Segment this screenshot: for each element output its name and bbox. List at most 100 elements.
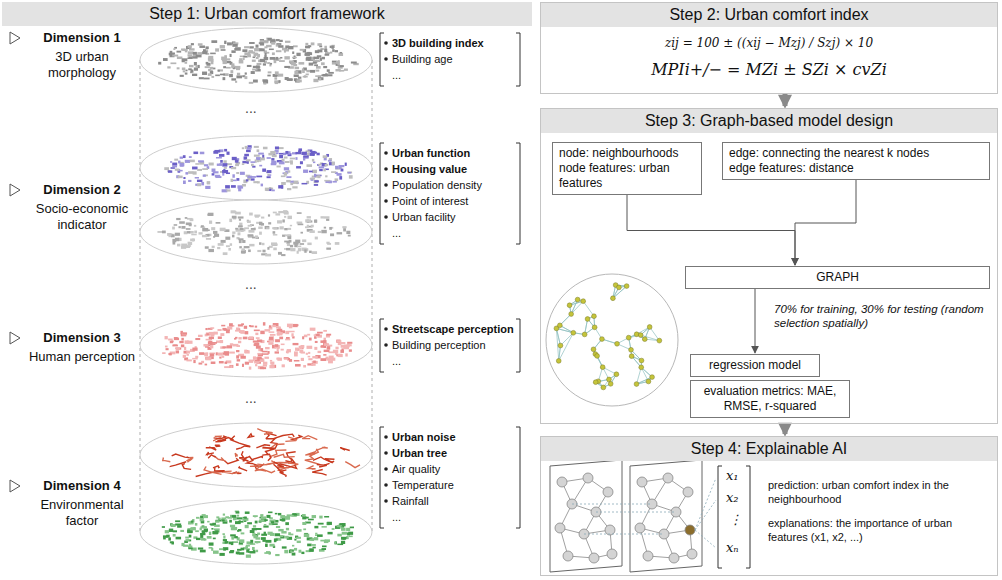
map-feature <box>251 71 255 74</box>
map-feature <box>287 350 289 353</box>
map-feature <box>219 361 224 363</box>
map-feature <box>339 53 342 55</box>
graph-node <box>581 299 586 304</box>
map-feature <box>264 524 266 526</box>
map-feature <box>294 514 297 516</box>
map-feature <box>254 146 259 148</box>
map-feature <box>324 540 329 543</box>
map-feature <box>183 70 185 72</box>
map-feature <box>341 538 346 540</box>
map-feature <box>318 164 321 166</box>
map-feature <box>218 70 220 72</box>
map-feature <box>174 224 178 226</box>
map-feature <box>295 152 301 154</box>
map-feature <box>223 539 227 541</box>
map-feature <box>221 240 226 243</box>
map-feature <box>337 62 339 65</box>
map-feature <box>295 67 300 69</box>
map-feature <box>331 171 336 173</box>
map-layer <box>140 28 372 92</box>
map-feature <box>254 516 256 518</box>
vector-entry: ⋮ <box>729 512 742 527</box>
map-feature <box>324 227 326 229</box>
box-text: node features: urban features <box>559 161 695 191</box>
edge-label: 70% for training, 30% for testing (rando… <box>772 302 994 330</box>
map-feature <box>232 216 237 219</box>
map-feature <box>235 228 238 230</box>
map-feature <box>285 331 289 334</box>
map-feature <box>289 359 292 362</box>
graph-node <box>647 325 652 330</box>
road-segment <box>302 436 317 440</box>
graph-node <box>626 335 631 340</box>
map-feature <box>312 170 317 173</box>
map-feature <box>231 167 236 169</box>
map-feature <box>248 230 254 233</box>
map-feature <box>210 354 215 357</box>
map-feature <box>211 342 217 344</box>
map-feature <box>180 75 184 77</box>
map-feature <box>222 533 224 535</box>
map-feature <box>174 338 179 340</box>
map-feature <box>327 532 332 535</box>
map-feature <box>253 80 258 83</box>
road-segment <box>313 457 333 463</box>
layer-guides <box>140 60 372 532</box>
map-feature <box>170 62 176 64</box>
bullet-dot <box>384 327 388 331</box>
map-feature <box>218 336 222 339</box>
map-feature <box>278 513 281 515</box>
road-segment <box>215 445 220 446</box>
map-feature <box>165 530 169 533</box>
map-feature <box>247 220 251 223</box>
map-feature <box>185 72 188 74</box>
map-feature <box>325 54 329 56</box>
road-segment <box>340 448 350 451</box>
map-feature <box>301 152 306 155</box>
road-segment <box>249 456 262 460</box>
map-feature <box>346 528 350 531</box>
map-feature <box>299 350 303 353</box>
map-feature <box>222 173 224 176</box>
map-feature <box>315 75 321 77</box>
map-feature <box>195 184 201 186</box>
map-feature <box>175 523 181 525</box>
map-feature <box>218 353 223 356</box>
map-feature <box>329 158 332 161</box>
map-feature <box>319 169 323 171</box>
map-feature <box>313 328 315 330</box>
map-feature <box>263 322 265 325</box>
map-feature <box>214 234 219 237</box>
map-feature <box>246 179 248 181</box>
map-feature <box>269 336 274 339</box>
dashed-link <box>695 530 716 548</box>
map-feature <box>261 537 266 540</box>
map-feature <box>256 337 260 339</box>
map-feature <box>334 542 336 544</box>
map-feature <box>176 350 179 353</box>
map-feature <box>297 212 302 214</box>
map-feature <box>244 326 247 329</box>
map-feature <box>287 324 293 327</box>
dimension-label: Human perception <box>24 349 140 365</box>
map-feature <box>183 177 185 179</box>
map-feature <box>268 174 270 176</box>
map-feature <box>245 511 250 513</box>
map-feature <box>243 337 248 340</box>
map-feature <box>286 180 290 182</box>
map-feature <box>276 358 279 360</box>
map-feature <box>209 221 212 224</box>
map-feature <box>284 66 290 68</box>
map-feature <box>190 527 195 530</box>
map-feature <box>163 535 168 537</box>
road-segment <box>204 466 221 474</box>
map-feature <box>281 349 284 351</box>
map-feature <box>282 546 287 548</box>
map-feature <box>254 343 259 346</box>
map-feature <box>252 68 257 70</box>
map-feature <box>323 169 326 172</box>
map-feature <box>174 337 178 340</box>
graph-node <box>592 325 597 330</box>
map-feature <box>198 547 203 549</box>
map-feature <box>270 362 274 365</box>
